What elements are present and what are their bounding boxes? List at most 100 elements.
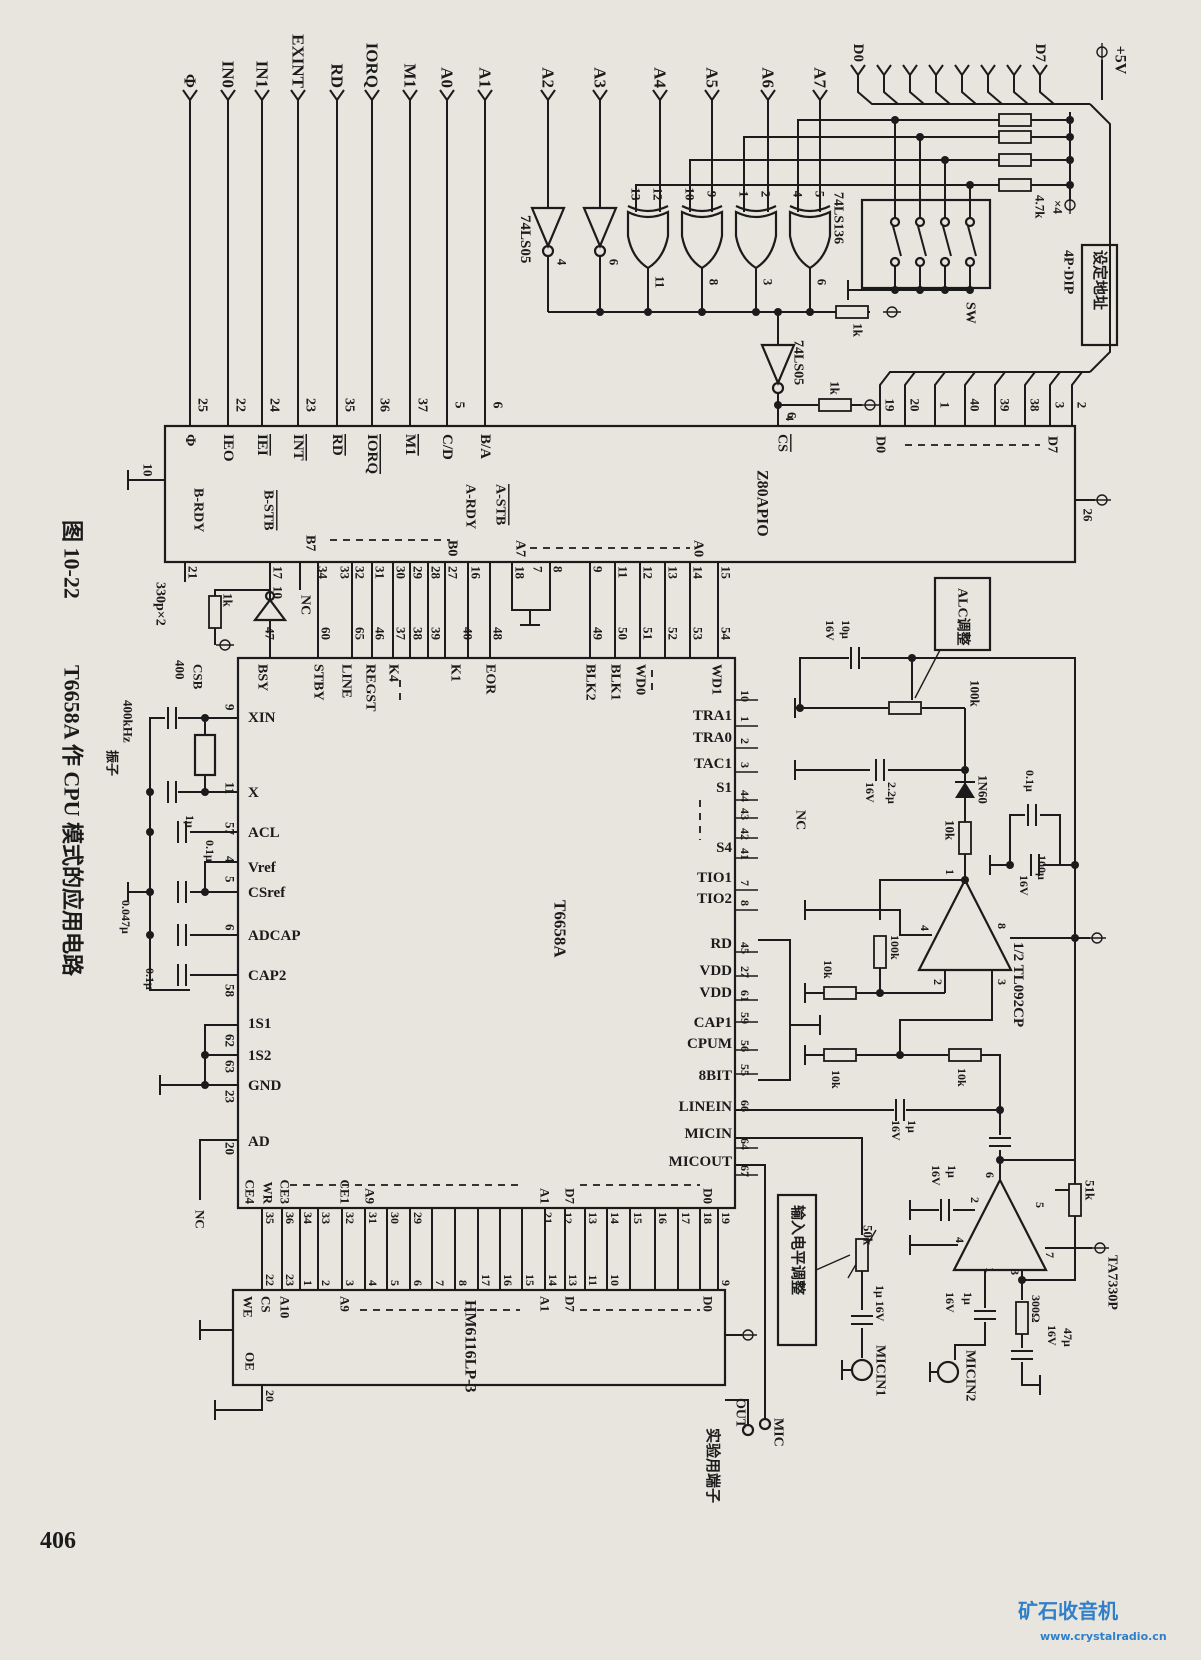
data-line <box>961 75 1090 105</box>
resistor-value: 300Ω <box>1029 1295 1043 1323</box>
pin-number: 11 <box>223 782 238 794</box>
pin-number: 17 <box>271 566 286 580</box>
capacitor-value: 1μ <box>945 1165 959 1178</box>
switch-contact <box>889 216 901 228</box>
wire <box>735 1164 766 1418</box>
pin-label: A-STB <box>493 484 508 525</box>
connector-chevron-icon <box>290 89 306 102</box>
bsy-pullup-resistor <box>208 595 222 629</box>
bulk-capacitor <box>1029 853 1041 877</box>
pin-number: 6 <box>983 1172 997 1178</box>
pin-label: 8BIT <box>699 1068 732 1084</box>
pin-number: 9 <box>223 704 238 711</box>
switch-label: SW <box>963 302 978 324</box>
pin-number: 27 <box>738 966 752 978</box>
junction-dot <box>201 1081 209 1089</box>
pin-label: MICOUT <box>669 1154 732 1170</box>
capacitor <box>176 923 188 947</box>
junction-dot <box>201 1051 209 1059</box>
pin-number: 8 <box>456 1280 470 1286</box>
pin-number: 22 <box>263 1274 277 1286</box>
connector-chevron-icon <box>1032 64 1048 77</box>
pin-number: 31 <box>366 1212 380 1224</box>
pin-number: 48 <box>491 627 506 641</box>
pin-label: TRA1 <box>693 708 732 724</box>
pin-number: 5 <box>388 1280 402 1286</box>
pin-number: 19 <box>719 1212 733 1224</box>
pin-number: 29 <box>411 1212 425 1224</box>
pin-number: 27 <box>446 566 461 580</box>
pin-label: RD <box>710 936 732 952</box>
pin-number: 51 <box>641 627 656 640</box>
opamp-label: TA7330P <box>1105 1255 1120 1310</box>
capacitor <box>176 963 188 987</box>
pin-label: RD <box>329 434 345 456</box>
wire <box>879 879 965 920</box>
junction-dot <box>1066 133 1074 141</box>
connector-chevron-icon <box>652 89 668 102</box>
data-line <box>1039 75 1090 105</box>
pin-number: 2 <box>738 738 752 744</box>
pin-number: 3 <box>1008 1269 1022 1275</box>
chip-name: T6658A <box>551 900 570 958</box>
pin-number: 36 <box>283 1212 297 1224</box>
pin-number: 18 <box>701 1212 715 1224</box>
inverter-bubble-icon <box>593 244 607 258</box>
pin-number: 4 <box>783 415 797 421</box>
capacitor-value: 10μ <box>839 620 853 639</box>
pin-number: 59 <box>738 1012 752 1024</box>
pin-number: 6 <box>815 279 830 286</box>
vdd-tie <box>758 939 791 1081</box>
pin-number: 35 <box>263 1212 277 1224</box>
junction-dot <box>896 1051 904 1059</box>
pin-number: 3 <box>1053 402 1068 409</box>
pin-label: CS <box>259 1296 274 1313</box>
capacitor-value: 0.1μ <box>143 968 157 990</box>
capacitor-value: 16V <box>889 1120 903 1141</box>
bus-input-label: Φ <box>181 74 200 88</box>
pin-number: 10 <box>738 690 752 702</box>
pin-number: 25 <box>195 398 210 412</box>
pin-number: 1 <box>938 402 953 409</box>
bus-input-label: IORQ <box>363 43 382 88</box>
pin-number: 10 <box>608 1274 622 1286</box>
pin-number: 16 <box>656 1212 670 1224</box>
pin-label: D0 <box>701 1188 716 1204</box>
pin-number: 64 <box>738 1138 752 1150</box>
pin-number: 6 <box>411 1280 425 1286</box>
pin-label: WR <box>261 1182 276 1205</box>
power-terminal-icon <box>216 639 234 651</box>
pin-number: 46 <box>373 627 388 641</box>
pin-number: 12 <box>651 188 666 201</box>
pin-label: MICIN <box>685 1126 733 1142</box>
pin-label: IEO <box>220 434 236 462</box>
pin-label: A9 <box>363 1188 378 1204</box>
cs-pullup-resistor <box>818 398 852 412</box>
junction-dot <box>891 116 899 124</box>
alc-adjust-box <box>933 576 992 652</box>
ic-label: 74LS05 <box>791 340 806 385</box>
wire <box>954 1322 986 1360</box>
inverter-gate-icon <box>760 343 796 386</box>
pin-label: CE1 <box>338 1179 353 1204</box>
switch-contact <box>914 256 926 268</box>
pin-number: 11 <box>616 566 631 578</box>
address-input-label: A6 <box>759 67 778 88</box>
pin-number: 36 <box>377 398 392 412</box>
capacitor <box>176 880 188 904</box>
switch-blade <box>967 225 977 257</box>
pin-number: 12 <box>561 1212 575 1224</box>
address-input-label: A4 <box>651 67 670 88</box>
junction-dot <box>796 704 804 712</box>
inverter-bubble-icon <box>541 244 555 258</box>
pin-number: 9 <box>591 566 606 573</box>
terminal-label: 实验用端子 <box>704 1428 722 1503</box>
pin-label: CE3 <box>278 1179 293 1204</box>
coupling-capacitor <box>988 1136 1012 1148</box>
connector-chevron-icon <box>1006 64 1022 77</box>
opamp-ta7330-icon <box>952 1177 1048 1272</box>
pullup-resistor <box>998 153 1032 167</box>
pin-number: 33 <box>338 566 353 580</box>
pin-label: GND <box>248 1078 282 1094</box>
